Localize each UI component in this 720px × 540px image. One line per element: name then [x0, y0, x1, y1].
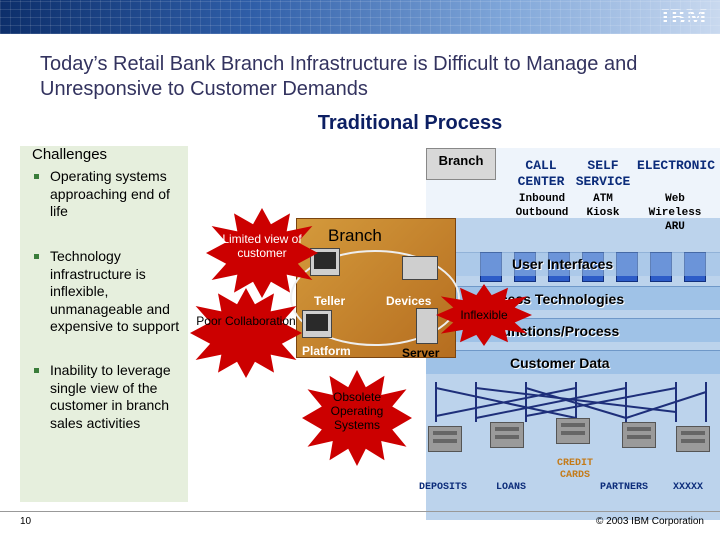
teller-label: Teller — [314, 294, 346, 308]
banner-pattern — [0, 0, 720, 34]
channel-self-service-sub: ATM Kiosk — [586, 193, 620, 219]
teller-computer-icon — [310, 248, 340, 276]
functions-process-label: Functions/Process — [494, 323, 620, 339]
branch-channel-box: Branch — [426, 148, 496, 180]
database-label: XXXXX — [672, 482, 703, 493]
header-banner: IBM — [0, 0, 720, 34]
channel-call-center: CALL CENTER — [517, 158, 565, 189]
problem-obsolete-os: Obsolete Operating Systems — [330, 390, 384, 432]
database-loans-icon — [490, 422, 524, 448]
server-icon — [416, 308, 438, 344]
slide-subtitle: Traditional Process — [317, 112, 503, 134]
problem-limited-view: Limited view of customer — [222, 232, 302, 260]
problem-poor-collaboration: Poor Collaboration — [196, 314, 296, 328]
server-label: Server — [402, 346, 440, 360]
channel-self-service: SELF SERVICE — [575, 158, 631, 189]
database-label: DEPOSITS — [418, 482, 467, 493]
connector-lines — [435, 382, 707, 422]
printer-icon — [402, 256, 438, 280]
database-label: PARTNERS — [599, 482, 648, 493]
customer-data-label: Customer Data — [510, 355, 610, 371]
footer-divider — [0, 511, 720, 512]
challenge-item: Inability to leverage single view of the… — [34, 362, 184, 432]
problem-burst-icon — [190, 288, 302, 378]
bullet-square-icon — [34, 174, 39, 179]
branch-label: Branch — [328, 226, 382, 245]
channel-electronic: ELECTRONIC — [636, 158, 715, 173]
database-partners-icon — [622, 422, 656, 448]
database-label: CREDIT CARDS — [556, 458, 593, 481]
user-interfaces-layer — [426, 252, 720, 276]
bullet-square-icon — [34, 254, 39, 259]
problem-inflexible: Inflexible — [460, 308, 508, 322]
database-credit-cards-icon — [556, 418, 590, 444]
database-label: LOANS — [495, 482, 526, 493]
channel-call-center-sub: Inbound Outbound — [515, 193, 569, 219]
database-xxxxx-icon — [676, 426, 710, 452]
slide-title: Today’s Retail Bank Branch Infrastructur… — [40, 53, 638, 100]
platform-computer-icon — [302, 310, 332, 338]
copyright: © 2003 IBM Corporation — [596, 516, 704, 527]
channel-electronic-sub: Web Wireless ARU — [648, 193, 702, 233]
bullet-square-icon — [34, 368, 39, 373]
page-number: 10 — [20, 516, 32, 527]
challenges-panel — [20, 146, 188, 502]
architecture-diagram: Branch CALL CENTER SELF SERVICE ELECTRON… — [190, 146, 720, 520]
database-deposits-icon — [428, 426, 462, 452]
customer-data-layer — [426, 350, 720, 374]
challenges-heading: Challenges — [32, 146, 108, 163]
challenge-item: Operating systems approaching end of lif… — [34, 168, 184, 221]
branch-orbit-ring — [290, 250, 460, 346]
devices-label: Devices — [386, 294, 432, 308]
ibm-logo: IBM — [661, 4, 708, 29]
challenge-item: Technology infrastructure is inflexible,… — [34, 248, 184, 336]
platform-label: Platform — [302, 344, 351, 358]
user-interfaces-label: User Interfaces — [512, 256, 614, 272]
